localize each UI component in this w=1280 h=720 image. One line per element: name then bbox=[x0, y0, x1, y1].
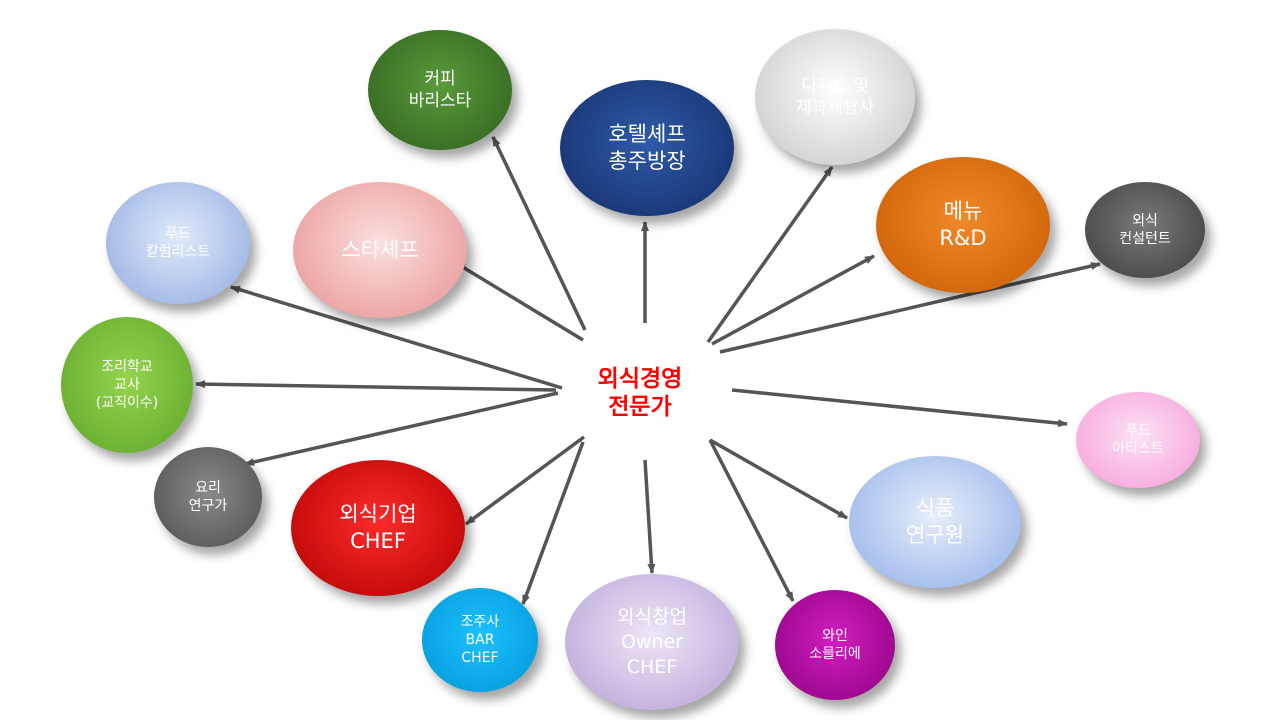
node-label-line: 외식창업 bbox=[617, 605, 687, 628]
node-label-line: 제과제빵사 bbox=[795, 98, 875, 118]
node-label-line: (교직이수) bbox=[95, 395, 159, 411]
node-label-line: Owner bbox=[620, 630, 684, 653]
node-label-line: 연구가 bbox=[188, 498, 228, 514]
arrow-to-corporate-chef bbox=[464, 435, 586, 526]
node-bar-chef: 조주사 BAR CHEF bbox=[422, 588, 538, 692]
node-label-line: 식품 bbox=[915, 496, 955, 520]
node-label-line: 메뉴 bbox=[943, 199, 983, 223]
arrow-to-bar-chef bbox=[521, 441, 585, 605]
arrow-to-cooking-researcher bbox=[244, 391, 559, 466]
arrow-to-wine-sommelier bbox=[708, 439, 795, 602]
center-line-2: 전문가 bbox=[608, 393, 672, 420]
node-label-line: 푸드 bbox=[1125, 423, 1151, 439]
node-star-chef: 스타셰프 bbox=[293, 182, 467, 318]
node-label-line: 스타셰프 bbox=[341, 237, 419, 262]
node-label-line: 푸드 bbox=[165, 226, 191, 242]
center-label: 외식경영 전문가 bbox=[565, 355, 715, 430]
node-label-line: CHEF bbox=[350, 529, 406, 553]
node-label-line: 칼럼리스트 bbox=[145, 244, 211, 260]
arrow-to-culinary-teacher bbox=[195, 380, 557, 392]
arrow-to-owner-chef bbox=[643, 459, 656, 574]
node-label-line: 총주방장 bbox=[608, 149, 686, 173]
node-label-line: 요리 bbox=[195, 480, 221, 496]
node-label-line: 조주사 bbox=[460, 614, 500, 630]
node-label-line: 디저트 및 bbox=[801, 76, 869, 96]
node-label-line: 커피 bbox=[424, 69, 456, 89]
center-line-1: 외식경영 bbox=[597, 365, 683, 392]
node-label-line: 외식기업 bbox=[339, 502, 417, 526]
arrow-to-menu-rnd bbox=[711, 254, 875, 346]
node-label-line: 연구원 bbox=[906, 523, 964, 547]
node-label-line: 호텔셰프 bbox=[608, 122, 686, 146]
node-label-line: 교사 bbox=[114, 377, 140, 393]
arrow-to-coffee-barista bbox=[491, 136, 587, 331]
node-label-line: R&D bbox=[939, 226, 987, 250]
node-label-line: 컨설턴트 bbox=[1119, 231, 1171, 247]
arrow-to-dessert-baker bbox=[706, 165, 834, 344]
node-label-line: 아티스트 bbox=[1112, 441, 1164, 457]
node-corporate-chef: 외식기업 CHEF bbox=[291, 460, 465, 596]
node-label-line: 바리스타 bbox=[408, 91, 472, 111]
arrow-to-food-consultant bbox=[719, 262, 1101, 354]
arrow-to-star-chef bbox=[455, 261, 584, 342]
node-label-line: 외식 bbox=[1132, 213, 1158, 229]
node-label-line: 소믈리에 bbox=[809, 646, 861, 662]
node-label-line: CHEF bbox=[626, 655, 678, 678]
node-menu-rnd: 메뉴 R&D bbox=[876, 157, 1050, 293]
node-label-line: BAR bbox=[465, 632, 495, 648]
node-label-line: 와인 bbox=[822, 628, 848, 644]
node-label-line: CHEF bbox=[461, 650, 499, 666]
arrow-to-food-columnist bbox=[230, 285, 563, 390]
node-label-line: 조리학교 bbox=[101, 359, 153, 375]
arrow-to-food-researcher bbox=[709, 438, 848, 520]
arrow-to-food-artist bbox=[731, 388, 1068, 428]
